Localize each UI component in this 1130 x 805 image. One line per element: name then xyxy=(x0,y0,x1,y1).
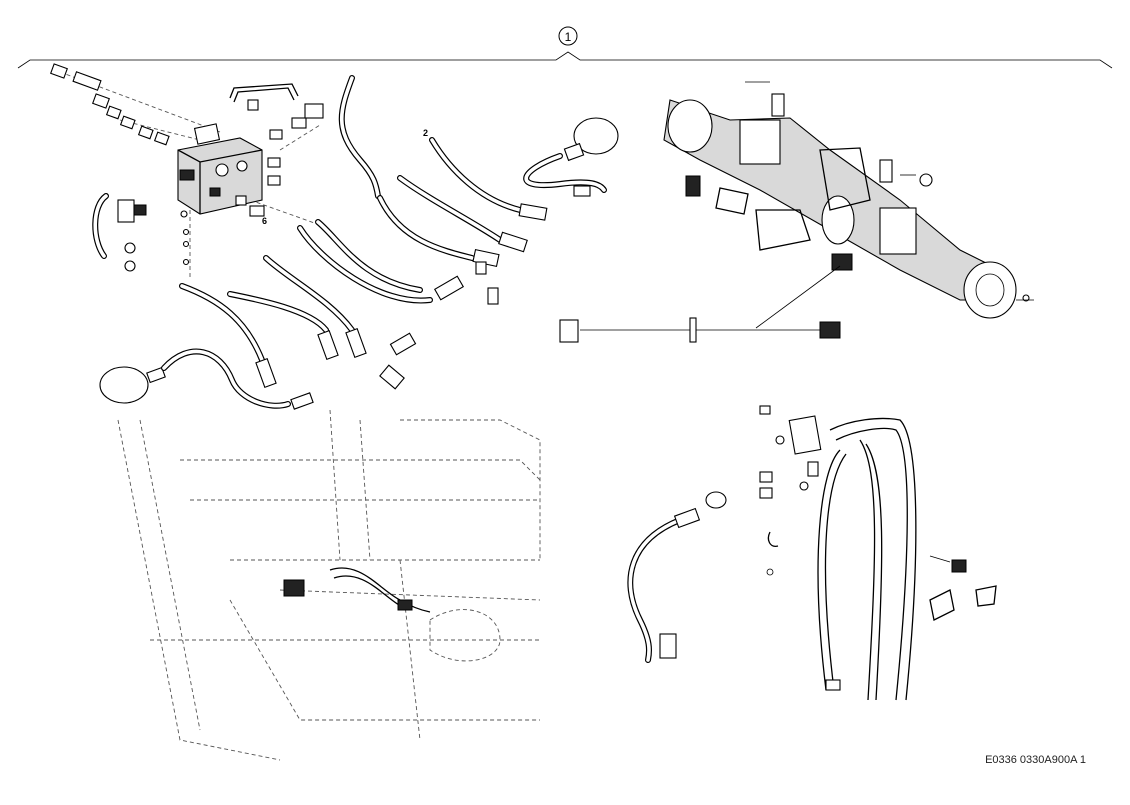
hydraulic-hoses: 2 xyxy=(99,117,619,410)
drawing-reference-number: E0336 0330A900A 1 xyxy=(985,754,1086,766)
machine-frame xyxy=(117,409,541,761)
axle-assembly xyxy=(559,81,1034,343)
part-label-2: 2 xyxy=(423,128,428,138)
callout-number: 1 xyxy=(565,30,572,44)
part-label-6: 6 xyxy=(262,216,267,226)
accumulator-bottom xyxy=(99,366,149,404)
steering-hoses xyxy=(627,405,997,701)
valve-block-group: 6 xyxy=(50,63,381,280)
assembly-bracket: 1 xyxy=(17,26,1113,69)
accumulator-top xyxy=(573,117,619,155)
